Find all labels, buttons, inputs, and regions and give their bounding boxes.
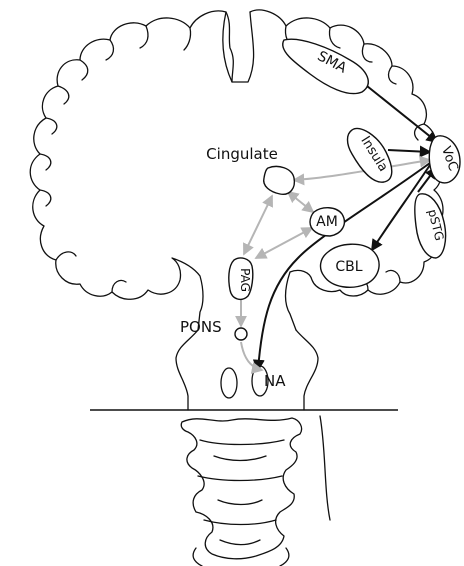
- region-sma: SMA: [283, 39, 369, 93]
- region-cingulate: [264, 166, 295, 194]
- arrow-cingulate-pag: [244, 196, 272, 254]
- motor-pathway: [258, 82, 437, 370]
- region-insula: Insula: [348, 128, 392, 182]
- brain-outline: [30, 10, 443, 410]
- arrow-cingulate-am: [288, 192, 313, 212]
- larynx-outline: [181, 416, 330, 566]
- label-cingulate: Cingulate: [206, 145, 278, 163]
- region-pons: [235, 328, 247, 340]
- arrow-insula-to-voc: [388, 150, 430, 152]
- label-pons: PONS: [180, 318, 222, 336]
- region-am: AM: [310, 208, 344, 236]
- label-pag: PAG: [238, 268, 252, 292]
- label-cbl: CBL: [335, 259, 362, 275]
- label-am: AM: [316, 214, 338, 230]
- region-pag: PAG: [229, 258, 253, 299]
- region-cbl: CBL: [321, 244, 380, 287]
- label-na: NA: [264, 372, 286, 390]
- region-voc: VoC: [429, 136, 460, 183]
